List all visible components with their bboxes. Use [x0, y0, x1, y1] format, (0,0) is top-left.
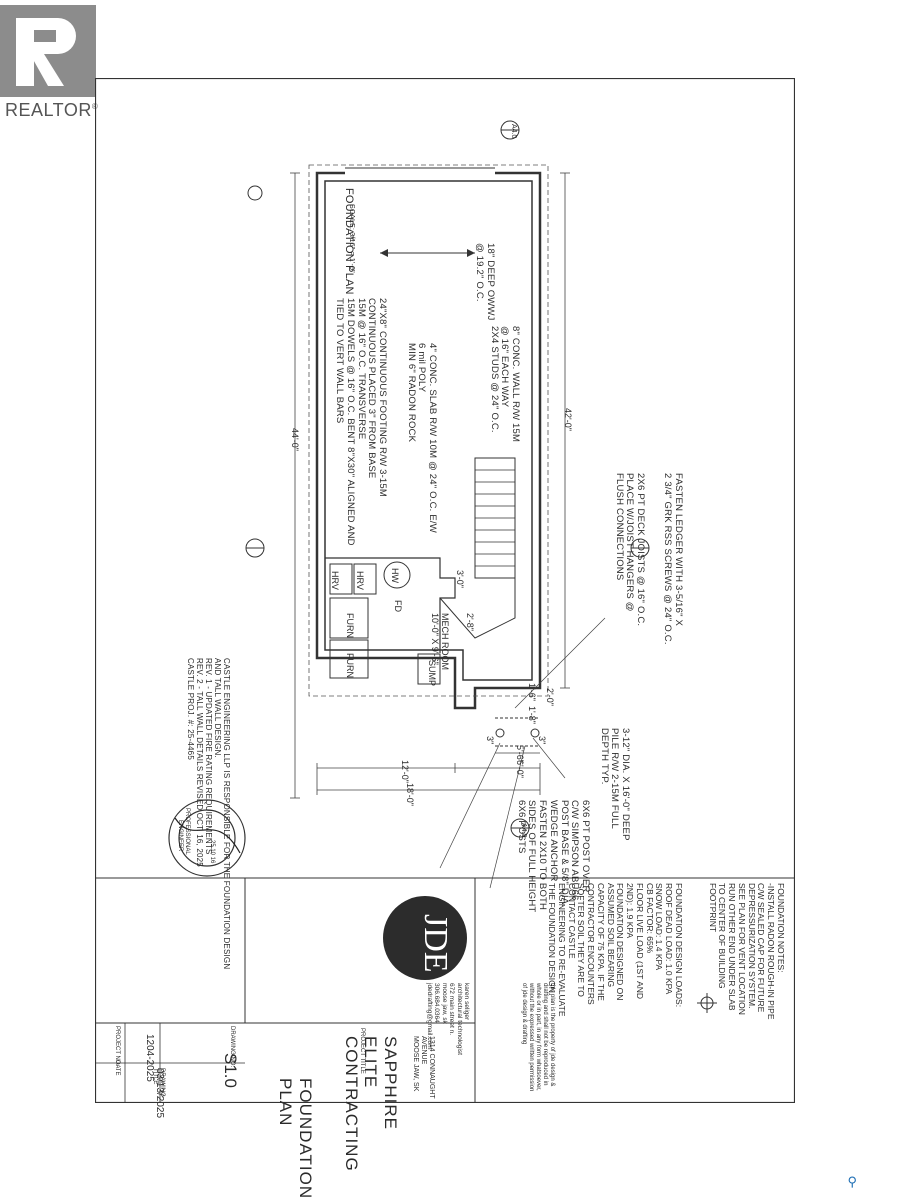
section-marker-label-bottom: A4.0	[520, 823, 527, 838]
signature	[174, 817, 241, 854]
dim-overall-length: 44'-0"	[290, 428, 300, 451]
project-address: 1314 CONNAUGHT AVENUE MOOSE JAW, SK	[411, 1036, 435, 1099]
seal-text-1: PROFESSIONAL	[184, 808, 190, 855]
equip-furn-1: FURN	[345, 613, 355, 638]
realtor-watermark: REALTOR®	[0, 0, 100, 125]
seal-text-2: ENGINEER	[177, 820, 183, 852]
logo-text: JDE	[417, 914, 454, 973]
dim-width-12: 12'-0"	[400, 760, 410, 783]
north-arrow-icon	[697, 993, 717, 1013]
drawing-no: S1.0	[221, 1053, 240, 1088]
dim-inner-length: 42'-0"	[563, 408, 573, 431]
note-wall: 8" CONC. WALL R/W 15M @ 16" EACH WAY 2X4…	[488, 326, 521, 443]
design-loads: FOUNDATION DESIGN LOADS: ROOF DEAD LOAD:…	[547, 883, 684, 1017]
rotated-text-layer: FOUNDATION PLAN SCALE: 3/16" = 1'-0" 18"…	[95, 78, 795, 1199]
note-deck: 2X6 PT DECK JOISTS @ 16" O.C. PLACE W/JO…	[613, 473, 646, 627]
note-fasten: FASTEN 2X10 TO BOTH SIDES OF FULL HEIGHT…	[515, 800, 548, 913]
section-marker-left	[245, 538, 265, 558]
dim-18: 1'-8"	[527, 706, 537, 724]
dim-width-56: 5'-6"	[515, 745, 525, 763]
floor-drain: FD	[393, 600, 403, 612]
note-castle: CASTLE ENGINEERING LLP IS RESPONSIBLE FO…	[186, 658, 231, 970]
note-ledger: FASTEN LEDGER WITH 3-5/16" X 2 3/4" GRK …	[662, 473, 684, 645]
realtor-logo-icon	[0, 5, 96, 97]
seal-date: 25 10 16	[209, 840, 215, 864]
section-marker-label-top: A4.0	[510, 124, 517, 139]
dim-door-30: 3'-0"	[455, 570, 465, 588]
plan-scale: SCALE: 3/16" = 1'-0"	[348, 204, 355, 273]
realtor-wordmark: REALTOR®	[5, 100, 99, 120]
note-slab: 4" CONC. SLAB R/W 10M @ 24" O.C. E/W 6 m…	[405, 343, 438, 533]
jde-logo	[383, 896, 467, 980]
dim-width-18: 18'-0"	[405, 783, 415, 806]
sheet-linework	[95, 78, 795, 1103]
equip-furn-2: FURN	[345, 653, 355, 678]
foundation-notes: FOUNDATION NOTES: -INSTALL RADON ROUGH-I…	[707, 883, 786, 1020]
dim-2ft: 2'-0"	[545, 688, 555, 706]
dim-16: 1'-6"	[527, 683, 537, 701]
location-pin-icon[interactable]: ⚲	[847, 1174, 857, 1189]
note-owwj: 18" DEEP OWWJ @ 19.2" O.C.	[474, 243, 496, 321]
dim-3a: 3"	[485, 736, 495, 745]
engineer-seal	[168, 799, 246, 877]
dim-3b: 3"	[537, 736, 547, 745]
copyright-note: this plan is the property of jde design …	[521, 983, 555, 1092]
equip-sump: SUMP	[427, 660, 437, 687]
project-title: SAPPHIRE ELITE CONTRACTING	[341, 1036, 400, 1172]
note-pile: 3-12" DIA. X 16'-0" DEEP PILE R/W 2-15M …	[598, 728, 631, 841]
note-footing: 24"X8" CONTINUOUS FOOTING R/W 3-15M CONT…	[334, 298, 389, 546]
drawing-sheet: FOUNDATION PLAN SCALE: 3/16" = 1'-0" 18"…	[95, 78, 795, 1199]
date-value: 03/13/2025	[154, 1068, 165, 1119]
drawing-title: FOUNDATION PLAN	[276, 1078, 315, 1200]
dim-door-28: 2'-8"	[465, 613, 475, 631]
equip-hrv-2: HRV	[330, 571, 340, 590]
equip-hw: HW	[390, 568, 400, 583]
date-label: DATE	[114, 1060, 120, 1076]
equip-hrv-1: HRV	[355, 571, 365, 590]
